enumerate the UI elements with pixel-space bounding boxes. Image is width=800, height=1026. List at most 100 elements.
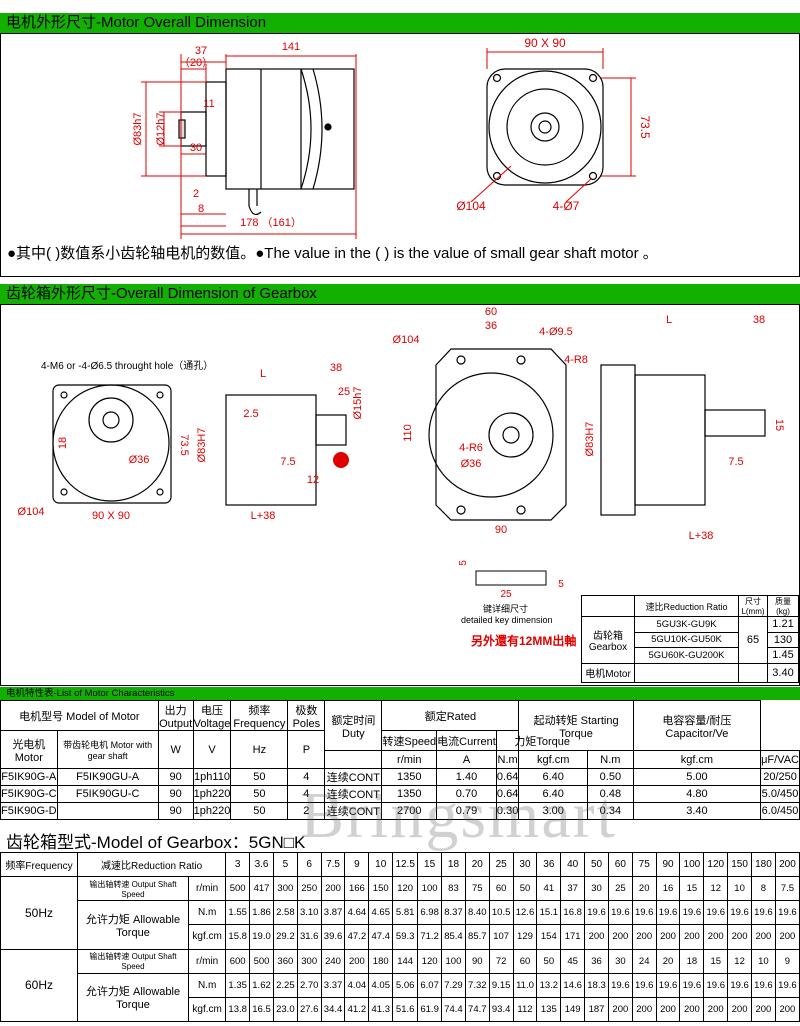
value-cell: 74.7	[464, 996, 490, 1023]
value-cell: 12.6	[512, 900, 538, 926]
value-cell: 10	[751, 948, 776, 974]
cell: 0.34	[586, 802, 634, 820]
speed-label: 输出轴转速 Output Shaft Speed	[77, 876, 189, 902]
value-cell: 13.8	[225, 996, 251, 1023]
value-cell: 19.6	[751, 900, 776, 926]
cell: 0.70	[436, 785, 497, 803]
value-cell: 9.15	[488, 972, 514, 998]
value-cell: 10	[727, 876, 752, 902]
g2-d104: Ø104	[393, 334, 420, 346]
value-cell: 200	[655, 996, 681, 1023]
mc-h-rmin: r/min	[381, 750, 438, 769]
value-cell: 23.0	[272, 996, 298, 1023]
value-cell: 41.2	[344, 996, 370, 1023]
dim-8: 8	[198, 203, 204, 215]
value-cell: 6.07	[417, 972, 443, 998]
value-cell: 41.3	[368, 996, 394, 1023]
value-cell: 8.37	[441, 900, 466, 926]
unit-cell: kgf.cm	[187, 924, 227, 950]
value-cell: 4.65	[368, 900, 394, 926]
mc-h-start: 起动转矩 Starting Torque	[518, 700, 634, 751]
value-cell: 29.2	[272, 924, 298, 950]
value-cell: 154	[536, 924, 562, 950]
dim-11: 11	[203, 98, 214, 110]
value-cell: 129	[512, 924, 538, 950]
cell: F5IK90GU-A	[56, 768, 159, 786]
ratio-row: 5GU60K-GU200K	[634, 647, 739, 664]
value-cell: 75	[464, 876, 490, 902]
value-cell: 200	[703, 924, 729, 950]
cell: 3.00	[518, 802, 588, 820]
unit-cell: kgf.cm	[187, 996, 227, 1023]
g3-d38: 38	[753, 314, 765, 326]
value-cell: 200	[774, 924, 800, 950]
value-cell: 50	[536, 948, 562, 974]
value-cell: 7.5	[774, 876, 800, 902]
unit-cell: r/min	[187, 876, 227, 902]
mc-h-poles: 极数 Poles	[287, 700, 326, 731]
value-cell: 16	[655, 876, 681, 902]
value-cell: 18	[679, 948, 705, 974]
value-cell: 36	[584, 948, 609, 974]
ratio-cell: 7.5	[320, 851, 346, 878]
value-cell: 19.6	[655, 972, 681, 998]
g2-d4-9-5: 4-Ø9.5	[539, 326, 573, 338]
cell: 1ph220	[192, 785, 232, 803]
value-cell: 1.62	[249, 972, 274, 998]
key-caption-cn: 键详细尺寸	[483, 604, 529, 614]
ratio-cell: 120	[703, 851, 729, 878]
value-cell: 47.2	[344, 924, 370, 950]
value-cell: 24	[631, 948, 657, 974]
value-cell: 166	[344, 876, 370, 902]
dim-104: Ø104	[456, 199, 486, 213]
ratio-L: 65	[738, 616, 768, 664]
ratio-row: 5GU10K-GU50K	[634, 631, 739, 649]
value-cell: 135	[536, 996, 562, 1023]
value-cell: 3.37	[320, 972, 346, 998]
mc-h-kgfcm: kgf.cm	[518, 750, 588, 769]
hole-note: 4-M6 or -4-Ø6.5 throught hole（通孔）	[41, 360, 213, 372]
value-cell: 200	[344, 948, 370, 974]
unit-cell: r/min	[187, 948, 227, 974]
ratio-h3: 质量 (kg)	[767, 595, 799, 617]
ratio-kg: 1.21	[767, 616, 799, 633]
value-cell: 19.6	[751, 972, 776, 998]
mc-h-uf: μF/VAC	[760, 750, 800, 769]
value-cell: 3.87	[320, 900, 346, 926]
mc-h-kgfcm2: kgf.cm	[632, 750, 762, 769]
cell: 3.40	[632, 802, 762, 820]
watermark: Bringsmart	[300, 779, 617, 852]
value-cell: 250	[296, 876, 322, 902]
key-d5: 5	[458, 560, 469, 566]
g1-d12: 12	[307, 474, 319, 486]
g1-d104: Ø104	[18, 506, 45, 518]
value-cell: 200	[727, 924, 752, 950]
value-cell: 19.6	[607, 900, 633, 926]
value-cell: 16.5	[249, 996, 274, 1023]
value-cell: 19.6	[703, 900, 729, 926]
mc-h-motor: 光电机 Motor	[0, 730, 58, 769]
g2-d36-circle: Ø36	[461, 458, 482, 470]
value-cell: 85.4	[441, 924, 466, 950]
value-cell: 200	[320, 876, 346, 902]
value-cell: 10.5	[488, 900, 514, 926]
freq-cell: 50Hz	[0, 876, 78, 950]
speed-label: 输出轴转速 Output Shaft Speed	[77, 948, 189, 974]
value-cell: 7.29	[441, 972, 466, 998]
g3-d7-5: 7.5	[728, 456, 743, 468]
value-cell: 200	[631, 996, 657, 1023]
cell: 1350	[381, 768, 438, 786]
ratio-cell: 3.6	[249, 851, 274, 878]
g2-dR8: 4-R8	[564, 354, 588, 366]
unit-cell: N.m	[187, 900, 227, 926]
ratio-row: 5GU3K-GU9K	[634, 616, 739, 633]
value-cell: 120	[392, 876, 419, 902]
g1-L: L	[260, 368, 266, 380]
value-cell: 187	[584, 996, 609, 1023]
ratio-cell: 25	[488, 851, 514, 878]
cell: 90	[157, 785, 194, 803]
cell: 2	[287, 802, 326, 820]
value-cell: 417	[249, 876, 274, 902]
